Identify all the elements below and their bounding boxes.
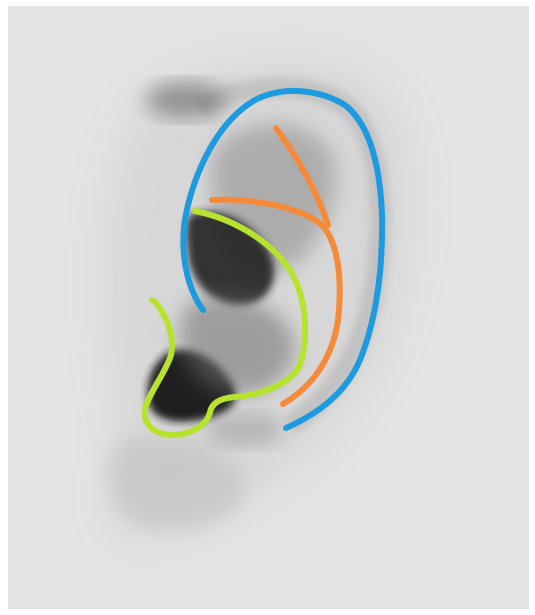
top-shadow [145,82,225,118]
antitragus-shadow [205,414,285,446]
